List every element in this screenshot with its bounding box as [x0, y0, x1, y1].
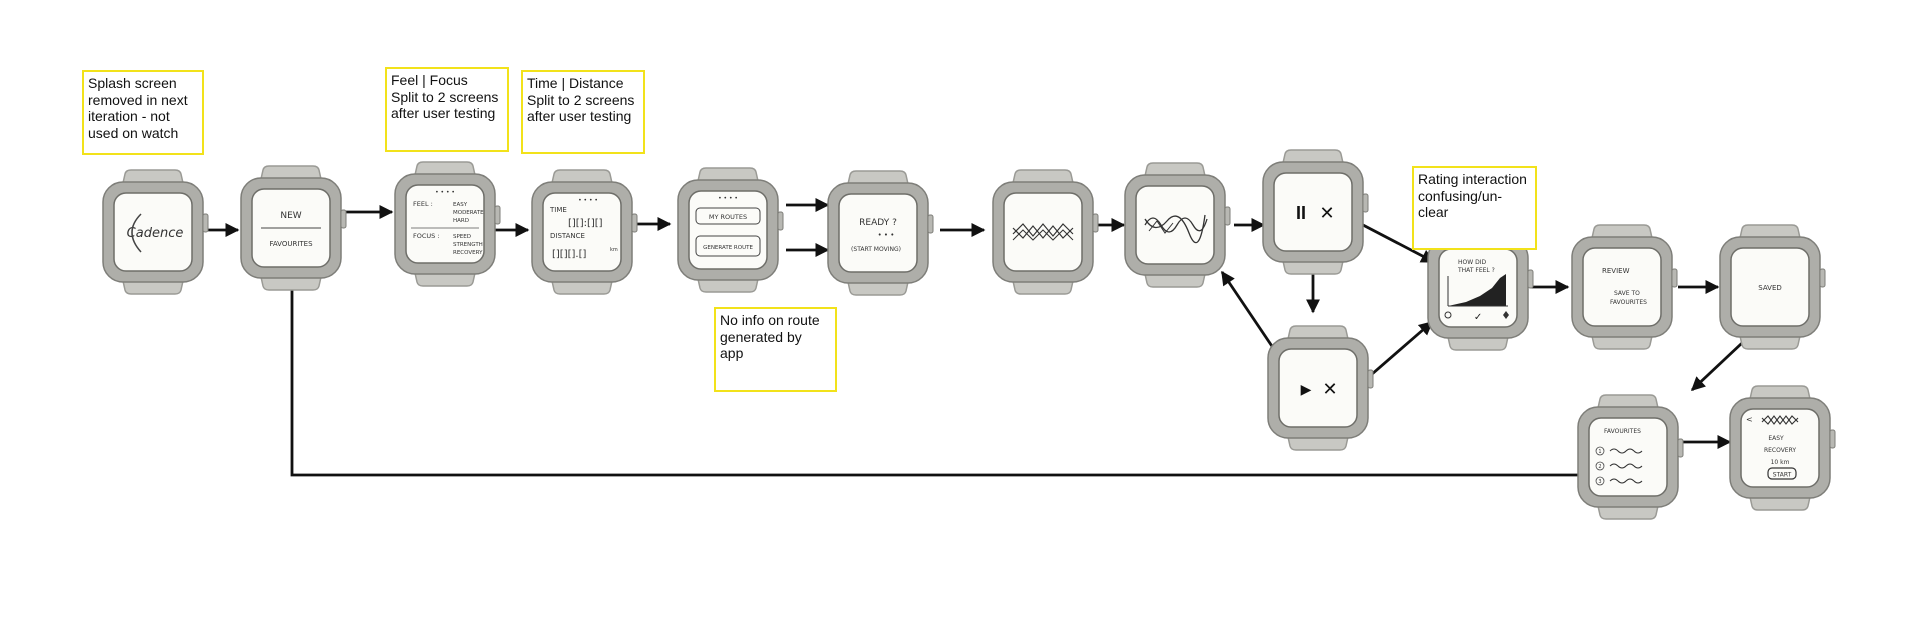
watch-route-choice-screen: • • • • MY ROUTES GENERATE ROUTE	[677, 167, 784, 293]
watch-route-map-screen	[992, 169, 1099, 295]
menu-favourites-text: FAVOURITES	[269, 240, 313, 248]
distance-value: [][][].[]	[552, 249, 586, 260]
play-icon[interactable]: ▶	[1301, 382, 1312, 398]
note-feel-focus: Feel | Focus Split to 2 screens after us…	[385, 67, 509, 152]
favourite-item-3: 3	[1598, 479, 1601, 485]
time-value: [][]:[][]	[568, 218, 603, 229]
rating-curve	[1448, 274, 1506, 306]
review-text: REVIEW	[1602, 267, 1630, 275]
ready-text: READY ?	[859, 218, 897, 228]
focus-option-strength: STRENGTH	[453, 242, 483, 248]
my-routes-button[interactable]	[695, 207, 761, 225]
generate-route-button[interactable]	[695, 235, 761, 257]
feel-option-hard: HARD	[453, 218, 469, 224]
detail-start-button[interactable]	[1767, 467, 1797, 480]
back-icon[interactable]: <	[1746, 415, 1753, 424]
favourite-item-1: 1	[1598, 449, 1601, 455]
detail-start-text: START	[1773, 472, 1792, 479]
watch-pause-screen: II ✕	[1262, 149, 1369, 275]
focus-option-speed: SPEED	[453, 234, 471, 240]
note-time-distance: Time | Distance Split to 2 screens after…	[521, 70, 645, 154]
ready-dots: • • •	[878, 231, 895, 239]
pace-wave-1	[1144, 217, 1208, 233]
rating-question-1: HOW DID	[1458, 259, 1486, 266]
rating-check-icon[interactable]: ✓	[1474, 312, 1482, 323]
watch-favourites-screen: FAVOURITES 1 2 3	[1577, 394, 1684, 520]
time-label: TIME	[549, 206, 567, 214]
watch-menu-screen: NEW FAVOURITES	[240, 165, 347, 291]
focus-option-recovery: RECOVERY	[453, 250, 483, 256]
favourites-target-text: FAVOURITES	[1610, 299, 1647, 306]
arrow-menu-favourites-to-list	[290, 278, 1592, 482]
watch-ready-screen: READY ? • • • (START MOVING)	[827, 170, 934, 296]
watch-splash-screen: Cadence	[102, 169, 209, 295]
distance-unit: km	[610, 247, 618, 253]
svg-text:• • • •: • • • •	[718, 195, 738, 202]
close-icon[interactable]: ✕	[1319, 203, 1334, 224]
detail-distance-text: 10 km	[1771, 459, 1790, 466]
note-rating-confusing: Rating interaction confusing/un- clear	[1412, 166, 1537, 250]
focus-label: FOCUS :	[413, 232, 440, 240]
start-moving-text: (START MOVING)	[851, 246, 901, 253]
my-routes-text: MY ROUTES	[709, 213, 747, 221]
rating-minus-icon[interactable]	[1444, 311, 1452, 319]
saved-text: SAVED	[1758, 284, 1782, 292]
detail-feel-text: EASY	[1768, 435, 1784, 442]
watch-route-detail-screen: < EASY RECOVERY 10 km START	[1729, 385, 1836, 511]
favourites-title: FAVOURITES	[1604, 428, 1641, 435]
favourite-item-2: 2	[1598, 464, 1601, 470]
route-zigzag-1	[1012, 223, 1074, 237]
feel-option-easy: EASY	[453, 202, 468, 208]
pause-icon[interactable]: II	[1296, 203, 1306, 223]
rating-question-2: THAT FEEL ?	[1457, 267, 1495, 274]
svg-text:• • • •: • • • •	[435, 189, 455, 196]
feel-label: FEEL :	[413, 200, 433, 208]
save-to-text: SAVE TO	[1614, 290, 1640, 297]
menu-new-text: NEW	[280, 211, 301, 221]
feel-option-moderate: MODERATE	[453, 210, 484, 216]
pace-wave-2	[1144, 214, 1206, 244]
detail-focus-text: RECOVERY	[1764, 447, 1796, 454]
watch-time-distance-screen: • • • • TIME [][]:[][] DISTANCE [][][].[…	[531, 169, 638, 295]
watch-tracking-screen	[1124, 162, 1231, 288]
note-route-info: No info on route generated by app	[714, 307, 837, 392]
watch-saved-screen: SAVED	[1719, 224, 1826, 350]
splash-logo-text: Cadence	[127, 226, 184, 241]
watch-review-screen: REVIEW SAVE TO FAVOURITES	[1571, 224, 1678, 350]
watch-rating-screen: HOW DID THAT FEEL ? ✓	[1427, 225, 1534, 351]
note-splash-removed: Splash screen removed in next iteration …	[82, 70, 204, 155]
watch-feel-focus-screen: • • • • FEEL : EASY MODERATE HARD FOCUS …	[394, 161, 501, 287]
generate-route-text: GENERATE ROUTE	[703, 245, 753, 251]
rating-plus-icon[interactable]	[1503, 311, 1509, 319]
watch-resume-screen: ▶ ✕	[1267, 325, 1374, 451]
svg-text:• • • •: • • • •	[578, 197, 598, 204]
route-zigzag-2	[1012, 225, 1074, 239]
resume-close-icon[interactable]: ✕	[1322, 379, 1337, 400]
distance-label: DISTANCE	[550, 232, 585, 240]
